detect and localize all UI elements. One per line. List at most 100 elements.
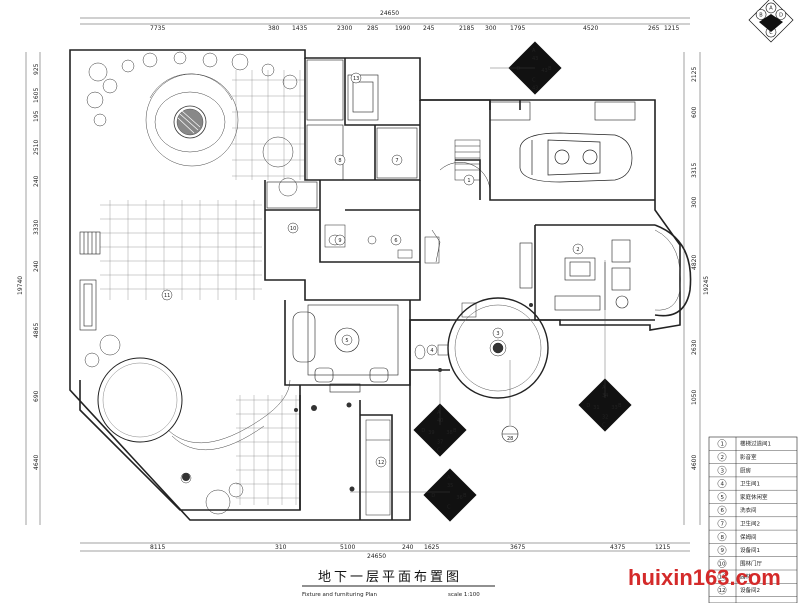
- detail-key-2-text: D: [586, 403, 590, 409]
- legend-room-name: 家庭休闲室: [740, 493, 768, 501]
- bottom-dim-2: 5100: [340, 544, 355, 551]
- room-tag-label: 11: [164, 293, 170, 299]
- right-dim-6: 1050: [691, 390, 698, 405]
- left-dim-2: 195: [33, 110, 40, 122]
- detail-key-1-text: 43: [532, 56, 538, 62]
- legend-number: 5: [721, 495, 725, 501]
- compass-letter: A: [769, 6, 773, 12]
- structural-columns: [266, 59, 636, 209]
- left-dim-6: 240: [33, 260, 40, 272]
- room-tag-3: [492, 327, 504, 339]
- left-dim-0: 925: [33, 63, 40, 75]
- top-dim-0: 7735: [150, 25, 165, 32]
- entry-steps-left: [79, 231, 101, 331]
- drawing-title: 地下一层平面布置图: [318, 570, 462, 585]
- detail-key-3-text: A: [437, 410, 441, 416]
- kitchen-fixtures: [461, 302, 507, 357]
- bottom-dim-0: 8115: [150, 544, 165, 551]
- legend-number: 10: [719, 561, 726, 567]
- detail-key-3-text: B: [453, 428, 457, 434]
- room-tag-7: [391, 154, 403, 166]
- legend-number: 7: [721, 521, 725, 527]
- detail-key-2-text: 31: [593, 405, 599, 411]
- room-tag-label: 9: [338, 238, 341, 244]
- left-dimension-chain: 19740 9251605195251024033302404865690464…: [17, 52, 41, 525]
- room-tag-1: [463, 174, 475, 186]
- compass-letter: D: [779, 12, 783, 18]
- top-dim-12: 1215: [664, 25, 679, 32]
- drawing-title-block: 地下一层平面布置图 Fixture and furnituring Plan s…: [302, 570, 495, 598]
- interior-walls: [264, 58, 692, 520]
- detail-key-4-text: 35: [447, 483, 453, 489]
- left-dim-4: 240: [33, 175, 40, 187]
- detail-key-1-text: 43: [541, 68, 547, 74]
- left-dim-9: 4640: [33, 455, 40, 470]
- right-dim-7: 4600: [691, 455, 698, 470]
- room-tag-13: [350, 72, 362, 84]
- section-marker: 28: [501, 425, 519, 443]
- detail-key-2-text: 33: [611, 405, 617, 411]
- top-dim-11: 265: [648, 25, 660, 32]
- detail-key-2-text: C: [602, 423, 606, 429]
- room-tag-9: [334, 234, 346, 246]
- room-tag-label: 12: [378, 460, 384, 466]
- garden-wall-diagonal: [79, 380, 301, 511]
- legend-row: 5 家庭休闲室: [709, 492, 797, 504]
- legend-room-name: 卫生间2: [740, 519, 760, 527]
- detail-key-1-text: 43: [532, 86, 538, 92]
- bottom-dim-7: 1215: [655, 544, 670, 551]
- top-dim-3: 2300: [337, 25, 352, 32]
- garden-paving-grid: [100, 70, 304, 505]
- room-tag-4: [426, 344, 438, 356]
- legend-number: 1: [721, 442, 725, 448]
- legend-number: 12: [719, 588, 726, 594]
- detail-key-2: A34B33D32C31: [578, 378, 632, 432]
- top-dim-2: 1435: [292, 25, 307, 32]
- right-dim-5: 2630: [691, 340, 698, 355]
- legend-number: 2: [721, 455, 725, 461]
- bottom-dim-4: 1625: [424, 544, 439, 551]
- bottom-dim-6: 4375: [610, 544, 625, 551]
- car-symbol: [519, 132, 633, 183]
- detail-key-3-text: 37: [437, 440, 443, 446]
- legend-room-name: 厨房: [740, 466, 752, 474]
- top-dim-5: 1990: [395, 25, 410, 32]
- top-dim-4: 285: [367, 25, 379, 32]
- detail-key-2-text: A: [602, 385, 606, 391]
- detail-key-2-text: B: [618, 403, 622, 409]
- compass-letter: C: [769, 30, 773, 36]
- family-room-furniture: [292, 304, 399, 393]
- detail-key-3-text: 39: [428, 430, 434, 436]
- bottom-dim-1: 310: [275, 544, 287, 551]
- top-dim-6: 245: [423, 25, 435, 32]
- room-tag-label: 8: [338, 158, 341, 164]
- top-dim-8: 300: [485, 25, 497, 32]
- legend-room-name: 洗衣间: [740, 506, 757, 514]
- watermark: huixin163.com: [628, 565, 781, 590]
- legend-room-name: 设备间1: [740, 546, 760, 554]
- detail-key-1-text: D: [516, 66, 520, 72]
- room-tag-2: [572, 243, 584, 255]
- legend-room-name: 影音室: [740, 453, 757, 461]
- site-boundary: [69, 49, 681, 521]
- top-dim-10: 4520: [583, 25, 598, 32]
- top-dim-1: 380: [268, 25, 280, 32]
- room-tag-label: 13: [353, 76, 359, 82]
- compass-letter: B: [759, 12, 763, 18]
- room-tag-6: [390, 234, 402, 246]
- room-tag-12: [375, 456, 387, 468]
- legend-room-name: 设备间2: [740, 586, 760, 594]
- top-dim-9: 1795: [510, 25, 525, 32]
- detail-key-2-text: 32: [602, 415, 608, 421]
- room-tag-5: [341, 334, 353, 346]
- right-total-dim: 19245: [703, 276, 710, 295]
